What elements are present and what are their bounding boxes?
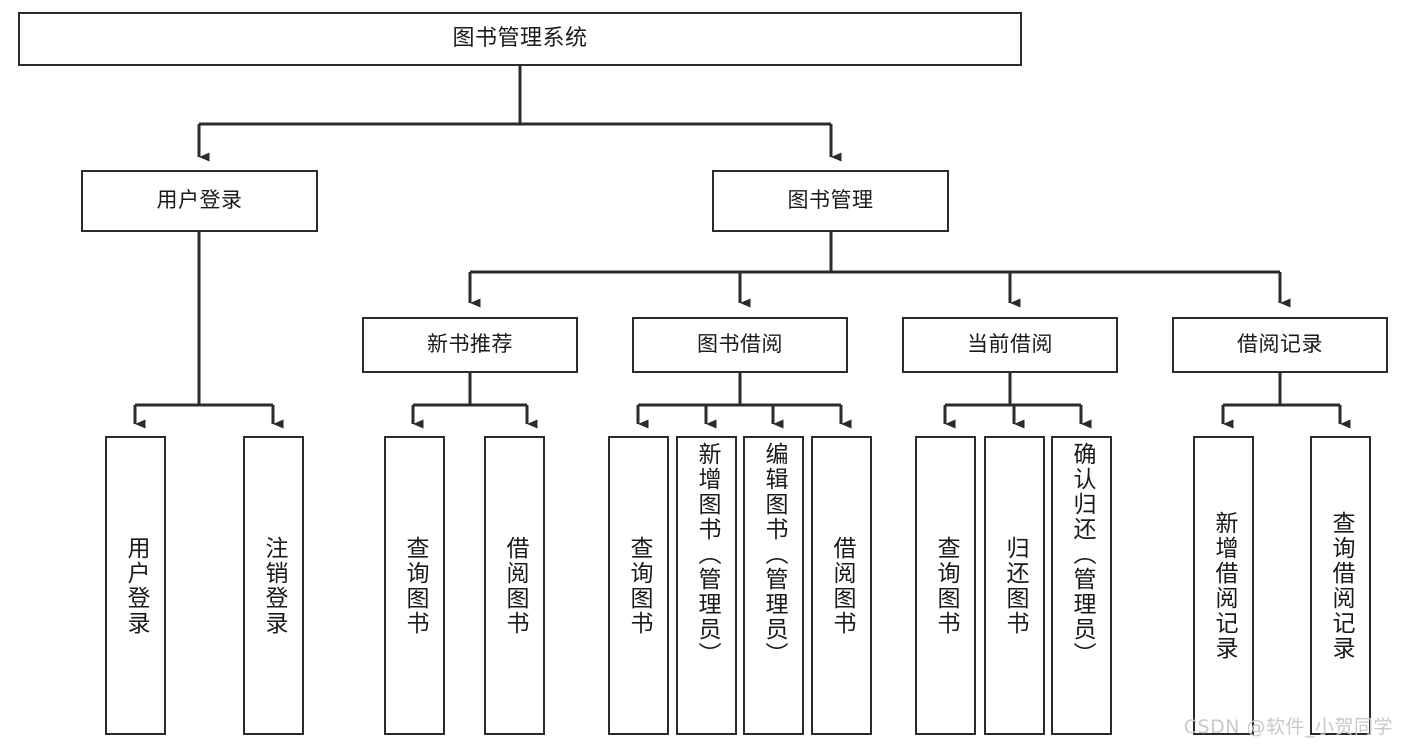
node-new-book-recommend[interactable]: 新书推荐 <box>362 317 578 373</box>
leaf-borrow-book-label: 借阅图书 <box>829 535 855 636</box>
leaf-return-book-label: 归还图书 <box>1002 535 1028 636</box>
node-book-management[interactable]: 图书管理 <box>712 170 949 232</box>
leaf-query-book-current[interactable]: 查询图书 <box>915 436 976 735</box>
leaf-confirm-return-admin[interactable]: 确认归还（管理员） <box>1051 436 1112 735</box>
leaf-query-book-borrow-label: 查询图书 <box>626 535 652 636</box>
node-borrow-record-label: 借阅记录 <box>1237 332 1323 357</box>
node-root[interactable]: 图书管理系统 <box>18 12 1022 66</box>
leaf-add-borrow-record-label: 新增借阅记录 <box>1211 510 1237 661</box>
leaf-borrow-book-new[interactable]: 借阅图书 <box>484 436 545 735</box>
leaf-logout-label: 注销登录 <box>261 535 287 636</box>
node-current-borrow-label: 当前借阅 <box>967 332 1053 357</box>
leaf-user-login[interactable]: 用户登录 <box>105 436 166 735</box>
leaf-add-book-admin[interactable]: 新增图书（管理员） <box>676 436 737 735</box>
node-root-label: 图书管理系统 <box>452 25 588 51</box>
node-user-login-label: 用户登录 <box>156 188 243 213</box>
leaf-borrow-book[interactable]: 借阅图书 <box>811 436 872 735</box>
leaf-edit-book-admin[interactable]: 编辑图书（管理员） <box>743 436 804 735</box>
leaf-logout[interactable]: 注销登录 <box>243 436 304 735</box>
leaf-add-book-admin-label: 新增图书（管理员） <box>694 442 720 667</box>
node-borrow-record[interactable]: 借阅记录 <box>1172 317 1388 373</box>
leaf-add-borrow-record[interactable]: 新增借阅记录 <box>1193 436 1254 735</box>
leaf-user-login-label: 用户登录 <box>123 535 149 636</box>
leaf-edit-book-admin-label: 编辑图书（管理员） <box>761 442 787 667</box>
leaf-query-book-new[interactable]: 查询图书 <box>384 436 445 735</box>
node-new-book-recommend-label: 新书推荐 <box>427 332 513 357</box>
leaf-confirm-return-admin-label: 确认归还（管理员） <box>1069 442 1095 667</box>
node-book-borrow[interactable]: 图书借阅 <box>632 317 848 373</box>
node-book-borrow-label: 图书借阅 <box>697 332 783 357</box>
node-user-login[interactable]: 用户登录 <box>81 170 318 232</box>
node-book-management-label: 图书管理 <box>787 188 874 213</box>
node-current-borrow[interactable]: 当前借阅 <box>902 317 1118 373</box>
leaf-query-book-current-label: 查询图书 <box>933 535 959 636</box>
leaf-query-borrow-record[interactable]: 查询借阅记录 <box>1310 436 1371 735</box>
leaf-borrow-book-new-label: 借阅图书 <box>502 535 528 636</box>
leaf-query-borrow-record-label: 查询借阅记录 <box>1328 510 1354 661</box>
leaf-return-book[interactable]: 归还图书 <box>984 436 1045 735</box>
leaf-query-book-new-label: 查询图书 <box>402 535 428 636</box>
leaf-query-book-borrow[interactable]: 查询图书 <box>608 436 669 735</box>
